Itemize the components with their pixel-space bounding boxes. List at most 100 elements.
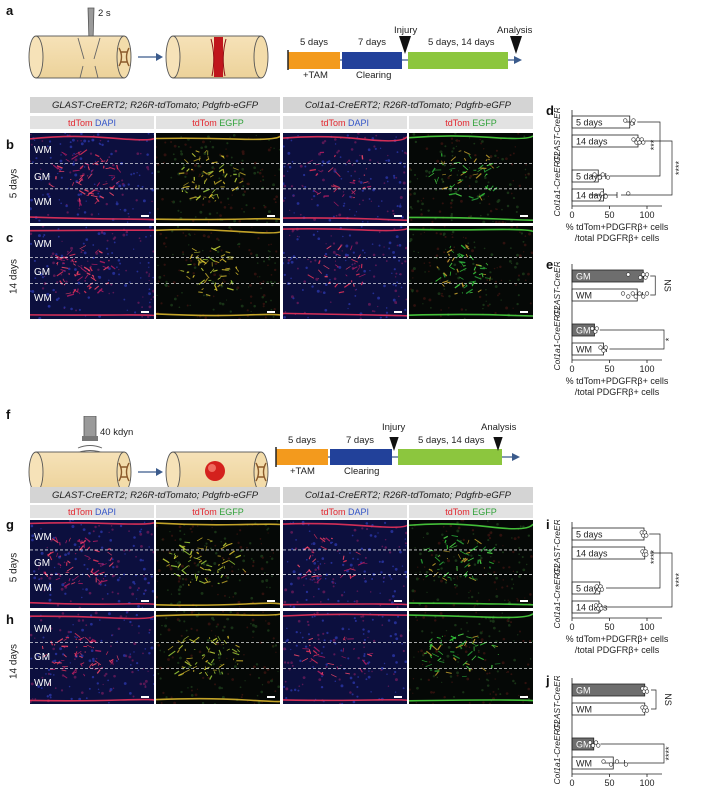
sig-bracket-j-0 bbox=[651, 689, 657, 710]
bar-label-d-2: 5 days bbox=[576, 172, 603, 182]
header-col1a1-top: Col1a1-CreERT2; R26R-tdTomato; Pdgfrb-eG… bbox=[283, 97, 533, 113]
data-point-j-3-0 bbox=[601, 759, 606, 764]
bar-label-d-0: 5 days bbox=[576, 118, 603, 128]
data-point-e-2-2 bbox=[594, 326, 599, 331]
x-tick-label-j-2: 100 bbox=[639, 778, 654, 787]
group-label-e-0: GLAST-CreERT2 bbox=[552, 262, 562, 317]
x-tick-label-j-0: 0 bbox=[569, 778, 574, 787]
micrograph-image bbox=[283, 226, 407, 319]
region-label-wm-c-0: WM bbox=[34, 238, 52, 250]
sig-bracket-d-0 bbox=[609, 121, 661, 177]
bar-label-i-3: 14 days bbox=[576, 603, 608, 613]
subheader-tdtom-dapi-2: tdTom DAPI bbox=[283, 116, 407, 129]
subheader-tdtom-egfp-3: tdTom EGFP bbox=[156, 505, 280, 518]
group-label-j-1: Col1a1-CreERT2 bbox=[552, 719, 562, 784]
panel-letter-h: h bbox=[6, 612, 14, 627]
panel-letter-i: i bbox=[546, 517, 550, 532]
panel-letter-j: j bbox=[546, 673, 550, 688]
row-label-g: 5 days bbox=[8, 552, 20, 583]
micrograph-h-3 bbox=[283, 611, 407, 704]
data-point-i-1-3 bbox=[644, 552, 649, 557]
panel-letter-g: g bbox=[6, 517, 14, 532]
x-label-line2-d: /total PDGFRβ+ cells bbox=[575, 233, 660, 243]
sig-label-d-0: *** bbox=[649, 139, 659, 150]
data-point-d-2-1 bbox=[597, 175, 602, 180]
x-tick-label-i-1: 50 bbox=[604, 622, 614, 632]
sig-label-e-0: NS bbox=[662, 279, 672, 292]
bar-label-i-2: 5 days bbox=[576, 584, 603, 594]
data-point-j-3-1 bbox=[608, 762, 614, 767]
region-label-wm-b-2: WM bbox=[34, 197, 52, 209]
timeline-a-seg2-top: 7 days bbox=[358, 37, 386, 48]
micrograph-image bbox=[283, 520, 407, 608]
data-point-e-3-1 bbox=[601, 348, 606, 353]
region-label-wm-h-0: WM bbox=[34, 623, 52, 635]
region-label-gm-g-1: GM bbox=[34, 558, 51, 569]
timeline-f-seg3-top: 5 days, 14 days bbox=[418, 435, 485, 446]
data-point-j-3-2 bbox=[614, 759, 620, 764]
region-label-wm-b-0: WM bbox=[34, 145, 52, 156]
micrograph-b-4 bbox=[409, 133, 533, 223]
x-label-line2-i: /total PDGFRβ+ cells bbox=[575, 645, 660, 655]
panel-letter-d: d bbox=[546, 103, 554, 118]
x-tick-label-e-2: 100 bbox=[639, 364, 654, 374]
stab-injury-schematic bbox=[28, 7, 269, 79]
region-label-gm-h-1: GM bbox=[34, 651, 51, 663]
subheader-tdtom-dapi-4: tdTom DAPI bbox=[283, 505, 407, 518]
micrograph-b-3 bbox=[283, 133, 407, 223]
data-point-e-1-1 bbox=[626, 294, 631, 299]
data-point-j-0-3 bbox=[644, 689, 650, 694]
sig-bracket-d-1 bbox=[621, 140, 673, 196]
subheader-tdtom-egfp-1: tdTom EGFP bbox=[156, 116, 280, 129]
micrograph-c-2 bbox=[156, 226, 280, 319]
x-label-line1-i: % tdTom+PDGFRβ+ cells bbox=[566, 634, 669, 644]
region-label-wm-h-2: WM bbox=[34, 677, 52, 689]
sig-bracket-e-1 bbox=[599, 329, 665, 350]
micrograph-image bbox=[409, 133, 533, 223]
timeline-f-seg1-top: 5 days bbox=[288, 435, 316, 446]
bar-label-e-1: WM bbox=[576, 291, 592, 301]
data-point-d-2-3 bbox=[605, 175, 611, 180]
timeline-a-bar bbox=[287, 36, 522, 70]
sig-label-i-0: **** bbox=[649, 550, 659, 565]
group-label-d-1: Col1a1-CreERT2 bbox=[552, 151, 562, 216]
x-tick-label-d-0: 0 bbox=[569, 210, 574, 220]
data-point-d-3-0 bbox=[599, 191, 605, 196]
sig-bracket-i-1 bbox=[605, 552, 673, 608]
micrograph-image bbox=[30, 611, 154, 704]
panel-letter-a: a bbox=[6, 3, 14, 18]
micrograph-image bbox=[156, 611, 280, 704]
sig-label-j-1: **** bbox=[664, 746, 674, 761]
data-point-i-2-3 bbox=[599, 587, 605, 592]
timeline-f-analysis: Analysis bbox=[481, 422, 517, 433]
micrograph-image bbox=[283, 611, 407, 704]
micrograph-b-2 bbox=[156, 133, 280, 223]
timeline-f-seg1-bottom: +TAM bbox=[290, 466, 315, 477]
x-tick-label-e-1: 50 bbox=[604, 364, 614, 374]
data-point-d-1-5 bbox=[641, 140, 646, 145]
timeline-f-seg2-bottom: Clearing bbox=[344, 466, 380, 477]
header-glast-top: GLAST-CreERT2; R26R-tdTomato; Pdgfrb-eGF… bbox=[30, 97, 280, 113]
micrograph-image bbox=[283, 133, 407, 223]
micrograph-image bbox=[156, 520, 280, 608]
region-label-gm-b-1: GM bbox=[34, 172, 51, 183]
bar-label-j-1: WM bbox=[576, 705, 592, 715]
region-label-wm-c-2: WM bbox=[34, 292, 52, 304]
data-point-e-3-0 bbox=[598, 345, 603, 350]
panel-letter-b: b bbox=[6, 137, 14, 152]
x-label-line2-e: /total PDGFRβ+ cells bbox=[575, 387, 660, 397]
x-tick-label-i-2: 100 bbox=[639, 622, 654, 632]
bar-label-e-3: WM bbox=[576, 345, 592, 355]
data-point-j-2-0 bbox=[587, 740, 593, 745]
row-label-h: 14 days bbox=[8, 643, 20, 680]
data-point-j-1-3 bbox=[644, 708, 650, 713]
x-tick-label-e-0: 0 bbox=[569, 364, 574, 374]
x-label-line1-d: % tdTom+PDGFRβ+ cells bbox=[566, 222, 669, 232]
bar-label-d-1: 14 days bbox=[576, 137, 608, 147]
subheader-tdtom-dapi-1: tdTom DAPI bbox=[30, 116, 154, 129]
micrograph-b-1: WM GM WM bbox=[30, 133, 154, 223]
region-label-gm-c-1: GM bbox=[34, 266, 51, 278]
